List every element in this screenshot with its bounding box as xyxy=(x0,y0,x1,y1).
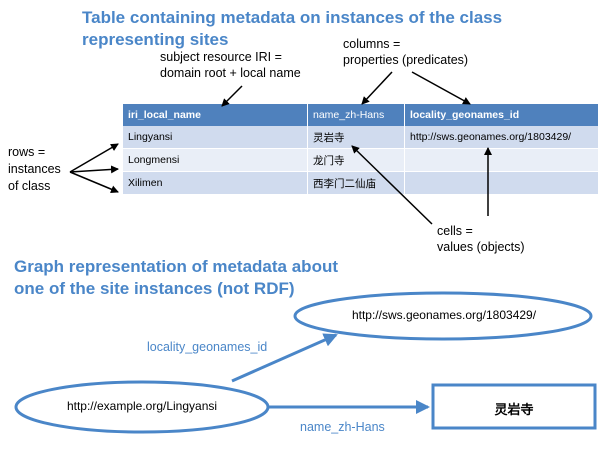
rows-note-line3: of class xyxy=(8,179,51,193)
subject-node-shape xyxy=(14,380,270,434)
table-row: Xilimen 西李门二仙庙 xyxy=(123,171,599,195)
object-uri-node-label: http://sws.geonames.org/1803429/ xyxy=(351,308,537,322)
column-header-name-zh-hans: name_zh-Hans xyxy=(307,104,405,126)
table-section-heading-line2: representing sites xyxy=(82,30,229,49)
cells-arrow-1 xyxy=(351,145,433,225)
subject-note-line1: subject resource IRI = xyxy=(160,50,282,64)
table-cell: http://sws.geonames.org/1803429/ xyxy=(404,126,599,149)
metadata-table: iri_local_name name_zh-Hans locality_geo… xyxy=(123,104,599,195)
table-cell: 灵岩寺 xyxy=(307,126,405,149)
column-header-locality-geonames-id: locality_geonames_id xyxy=(404,104,599,126)
columns-arrow-left xyxy=(361,71,393,105)
subject-arrow xyxy=(221,85,243,107)
subject-node-label: http://example.org/Lingyansi xyxy=(66,399,218,413)
rows-arrow-1 xyxy=(69,143,119,173)
rows-note-line1: rows = xyxy=(8,145,46,159)
table-cell: Lingyansi xyxy=(123,126,308,149)
columns-note-line2: properties (predicates) xyxy=(343,53,469,67)
table-cell xyxy=(404,148,599,172)
cells-note-line2: values (objects) xyxy=(437,240,525,254)
edge-geonames-label: locality_geonames_id xyxy=(147,340,268,354)
table-cell: Xilimen xyxy=(123,171,308,195)
table-header-row: iri_local_name name_zh-Hans locality_geo… xyxy=(123,104,599,126)
table-cell: 龙门寺 xyxy=(307,148,405,172)
object-uri-node-shape xyxy=(293,291,593,341)
table-cell: 西李门二仙庙 xyxy=(307,171,405,195)
table-section-heading-line1: Table containing metadata on instances o… xyxy=(82,8,503,27)
column-header-iri-local-name: iri_local_name xyxy=(123,104,308,126)
edge-name-label: name_zh-Hans xyxy=(300,420,385,434)
table-row: Lingyansi 灵岩寺 http://sws.geonames.org/18… xyxy=(123,126,599,149)
table-cell xyxy=(404,171,599,195)
rows-note-line2: instances xyxy=(8,162,61,176)
table-row: Longmensi 龙门寺 xyxy=(123,148,599,172)
table-cell: Longmensi xyxy=(123,148,308,172)
object-literal-node-label: 灵岩寺 xyxy=(494,402,534,417)
subject-note-line2: domain root + local name xyxy=(160,66,301,80)
rows-arrow-3 xyxy=(69,171,119,193)
graph-section-heading-line2: one of the site instances (not RDF) xyxy=(14,279,295,298)
edge-geonames-arrow xyxy=(231,333,338,383)
rows-arrow-2 xyxy=(69,165,119,174)
graph-section-heading-line1: Graph representation of metadata about xyxy=(14,257,338,276)
columns-note-line1: columns = xyxy=(343,37,401,51)
cells-note-line1: cells = xyxy=(437,224,473,238)
object-literal-node-shape xyxy=(431,383,597,430)
columns-arrow-right xyxy=(411,71,471,105)
